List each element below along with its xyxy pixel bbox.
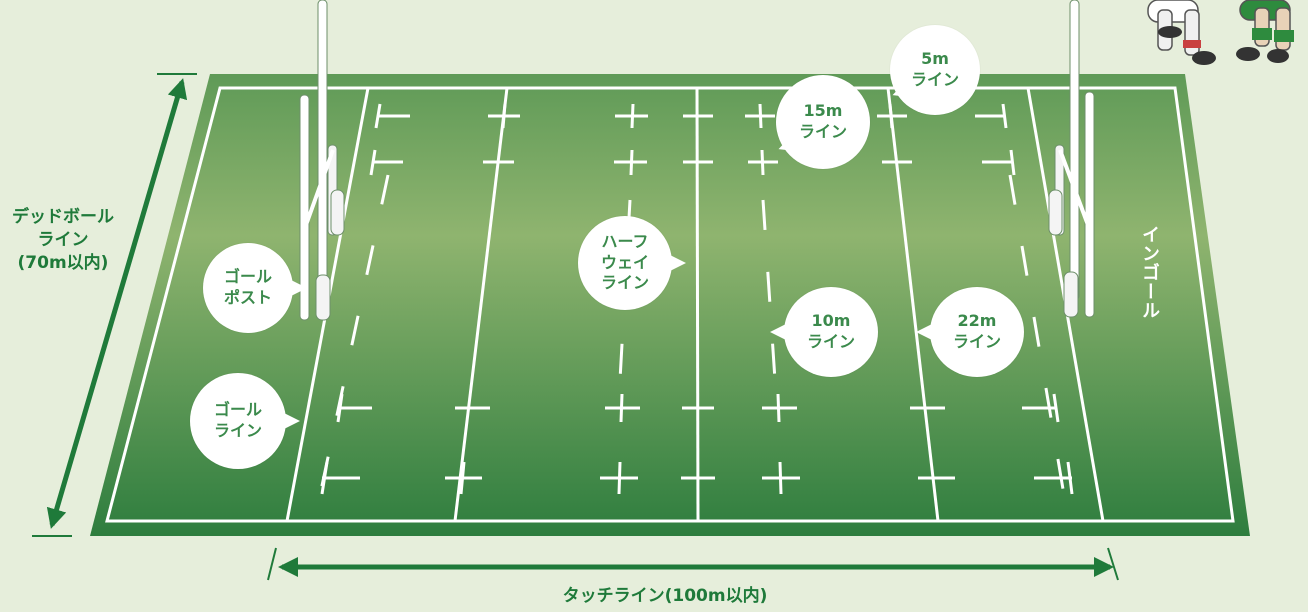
deadball-label-line2: ライン <box>37 229 89 250</box>
goal-line-callout-line2: ライン <box>213 421 262 440</box>
halfway-callout-line2: ウェイ <box>600 252 649 272</box>
halfway-callout-line3: ライン <box>600 273 649 293</box>
line-10m-callout: 10m ライン <box>770 287 878 377</box>
touch-line-label: タッチライン(100m以内) <box>520 585 810 608</box>
deadball-label-line3: (70m以内) <box>17 252 109 273</box>
field-tick-marks <box>320 103 1074 495</box>
deadball-dimension-arrow <box>32 73 197 537</box>
line-22m-right <box>886 87 940 522</box>
dash-10m-right <box>761 199 777 381</box>
line-15m-callout: 15m ライン <box>776 75 870 169</box>
dash-5m-right <box>1008 174 1066 496</box>
touch-dimension-arrow <box>267 547 1119 581</box>
goal-line-callout-line1: ゴール <box>213 400 262 420</box>
halfway-callout-line1: ハーフ <box>601 231 649 251</box>
goal-post-callout-line2: ポスト <box>223 288 272 307</box>
touch-label-text: タッチライン(100m以内) <box>562 586 768 606</box>
halfway-line-callout: ハーフ ウェイ ライン <box>578 216 686 310</box>
deadball-line-label: デッドボール ライン (70m以内) <box>2 206 124 275</box>
line-5m-callout-line1: 5m <box>921 49 949 69</box>
line-22m-callout-line1: 22m <box>957 311 997 331</box>
line-10m-callout-line1: 10m <box>811 311 851 331</box>
line-10m-callout-line2: ライン <box>806 332 855 351</box>
line-5m-callout-line2: ライン <box>910 70 959 89</box>
goal-post-left <box>299 0 345 321</box>
line-15m-callout-line2: ライン <box>798 122 847 141</box>
line-5m-callout: 5m ライン <box>890 25 980 115</box>
line-22m-callout: 22m ライン <box>916 287 1024 377</box>
goal-line-callout: ゴール ライン <box>190 373 300 469</box>
goal-post-callout: ゴール ポスト <box>203 243 307 333</box>
goal-post-right <box>1048 0 1095 318</box>
field-surface <box>90 74 1250 536</box>
in-goal-label: インゴール <box>1139 225 1160 320</box>
halfway-line <box>695 87 700 522</box>
line-15m-callout-line1: 15m <box>803 101 843 121</box>
deadball-label-line1: デッドボール <box>12 207 114 227</box>
line-22m-left <box>453 87 509 522</box>
goal-post-callout-line1: ゴール <box>223 267 272 287</box>
players-illustration <box>1147 0 1294 65</box>
line-22m-callout-line2: ライン <box>952 332 1001 351</box>
dash-5m-left <box>318 174 390 496</box>
